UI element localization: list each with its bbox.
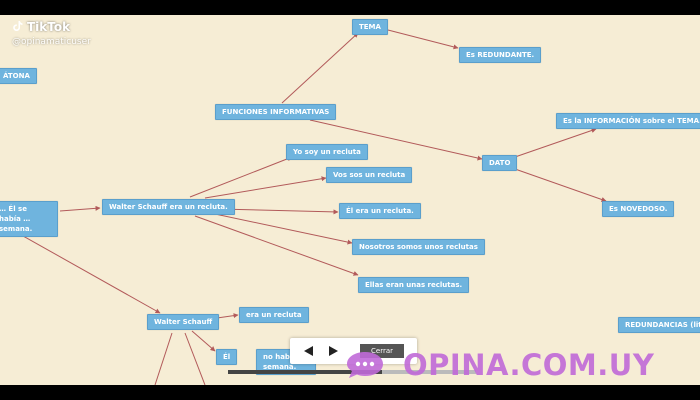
node-era-un-recluta[interactable]: era un recluta <box>239 307 309 323</box>
node-yo-soy[interactable]: Yo soy un recluta <box>286 144 368 160</box>
node-novedoso[interactable]: Es NOVEDOSO. <box>602 201 675 217</box>
opina-logo: OPINA.COM.UY <box>345 348 690 384</box>
node-funciones-informativas[interactable]: FUNCIONES INFORMATIVAS <box>215 104 337 120</box>
mindmap-edges <box>0 29 607 385</box>
node-walter-schauff[interactable]: Walter Schauff <box>147 314 220 330</box>
edge-walter-el2 <box>191 330 216 352</box>
edge-el-walter <box>0 222 161 314</box>
tiktok-handle: @opinamaticuser <box>12 37 91 47</box>
node-el-2[interactable]: Él <box>216 349 238 365</box>
edge-walter-down-1 <box>154 332 173 385</box>
tiktok-watermark: TikTok @opinamaticuser <box>12 16 91 47</box>
edge-dato-info <box>514 128 597 158</box>
progress-fill <box>228 370 382 374</box>
next-arrow-icon[interactable] <box>326 344 340 358</box>
node-redundante[interactable]: Es REDUNDANTE. <box>459 47 542 63</box>
node-informacion-tema[interactable]: Es la INFORMACIÓN sobre el TEMA. <box>556 113 700 129</box>
edge-walter-yo <box>189 156 293 198</box>
edge-funciones-tema <box>281 32 359 104</box>
node-el-se-habia[interactable]: … Él se había … semana. <box>0 201 58 237</box>
node-el-era[interactable]: Él era un recluta. <box>339 203 421 219</box>
edge-walter-ellas <box>194 215 359 276</box>
edge-walter-down-2 <box>184 332 206 385</box>
edge-walter-el-era <box>217 208 339 215</box>
tiktok-icon <box>13 21 23 31</box>
edge-tema-redundante <box>387 29 459 50</box>
edge-el-walter-era <box>59 205 101 212</box>
node-ellas-eran[interactable]: Ellas eran unas reclutas. <box>358 277 470 293</box>
prev-arrow-icon[interactable] <box>302 344 316 358</box>
node-walter-era-recluta[interactable]: Walter Schauff era un recluta. <box>102 199 235 215</box>
tiktok-brand: TikTok <box>27 20 71 34</box>
chat-bubble-icon <box>347 352 383 378</box>
node-tema[interactable]: TEMA <box>352 19 388 35</box>
node-redundancias[interactable]: REDUNDANCIAS (lite <box>618 317 700 333</box>
mindmap-canvas: TEMA Es REDUNDANTE. FUNCIONES INFORMATIV… <box>0 15 700 385</box>
node-atona[interactable]: ÁTONA <box>0 68 37 84</box>
edge-funciones-dato <box>309 119 483 161</box>
node-vos-sos[interactable]: Vos sos un recluta <box>326 167 413 183</box>
opina-brand-text: OPINA.COM.UY <box>403 348 655 382</box>
edge-walter-nosotros <box>214 213 353 245</box>
node-nosotros-somos[interactable]: Nosotros somos unos reclutas <box>352 239 485 255</box>
edge-walter-vos <box>204 176 327 199</box>
node-dato[interactable]: DATO <box>482 155 518 171</box>
edge-dato-novedoso <box>514 168 607 202</box>
